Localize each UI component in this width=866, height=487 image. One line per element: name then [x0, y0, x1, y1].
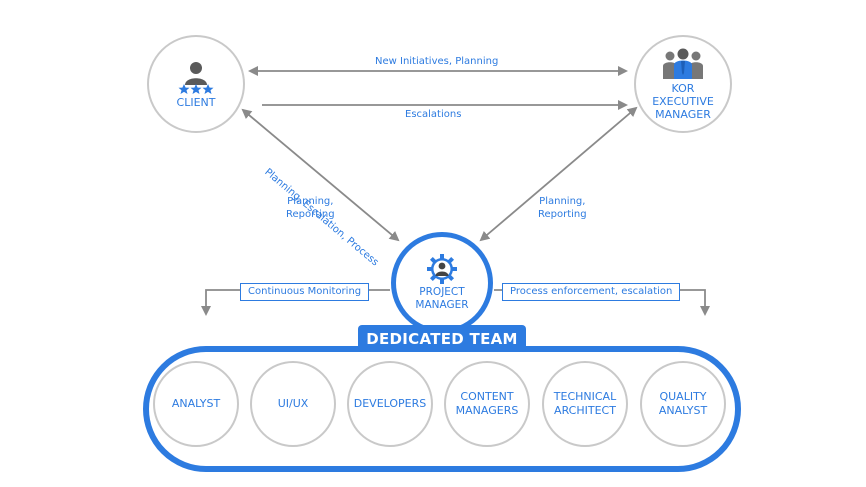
- project-manager-label: PROJECT MANAGER: [415, 286, 469, 311]
- team-member-analyst: ANALYST: [153, 361, 239, 447]
- executive-label: KOR EXECUTIVE MANAGER: [652, 82, 714, 121]
- client-node: CLIENT: [147, 35, 245, 133]
- team-member-label: UI/UX: [277, 397, 309, 410]
- stars-icon: [178, 83, 214, 94]
- project-manager-gear-icon: [427, 254, 457, 284]
- team-member-content-managers: CONTENT MANAGERS: [444, 361, 530, 447]
- arrow-client-pm: [241, 108, 400, 242]
- edge-label-escalations: Escalations: [405, 109, 462, 120]
- team-member-label: QUALITY ANALYST: [658, 390, 708, 417]
- client-label: CLIENT: [176, 95, 216, 109]
- tag-process-enforcement: Process enforcement, escalation: [502, 283, 681, 301]
- dedicated-team-title: DEDICATED TEAM: [358, 325, 526, 352]
- team-member-label: TECHNICAL ARCHITECT: [553, 390, 617, 417]
- team-member-uiux: UI/UX: [250, 361, 336, 447]
- project-manager-node: PROJECT MANAGER: [391, 232, 493, 334]
- tag-continuous-monitoring: Continuous Monitoring: [240, 283, 370, 301]
- edge-label-client-planning-reporting: Planning, Reporting: [286, 196, 335, 220]
- team-member-technical-architect: TECHNICAL ARCHITECT: [542, 361, 628, 447]
- team-member-label: ANALYST: [171, 397, 221, 410]
- dedicated-team-container: [143, 346, 741, 472]
- executive-group-icon: [663, 48, 703, 79]
- team-member-developers: DEVELOPERS: [347, 361, 433, 447]
- team-member-label: CONTENT MANAGERS: [455, 390, 519, 417]
- edge-label-exec-planning-reporting: Planning, Reporting: [538, 196, 587, 220]
- arrow-exec-pm: [479, 106, 638, 242]
- client-person-icon: [185, 61, 207, 85]
- team-member-label: DEVELOPERS: [353, 397, 427, 410]
- edge-label-new-initiatives: New Initiatives, Planning: [375, 56, 499, 67]
- executive-node: KOR EXECUTIVE MANAGER: [634, 35, 732, 133]
- team-member-quality-analyst: QUALITY ANALYST: [640, 361, 726, 447]
